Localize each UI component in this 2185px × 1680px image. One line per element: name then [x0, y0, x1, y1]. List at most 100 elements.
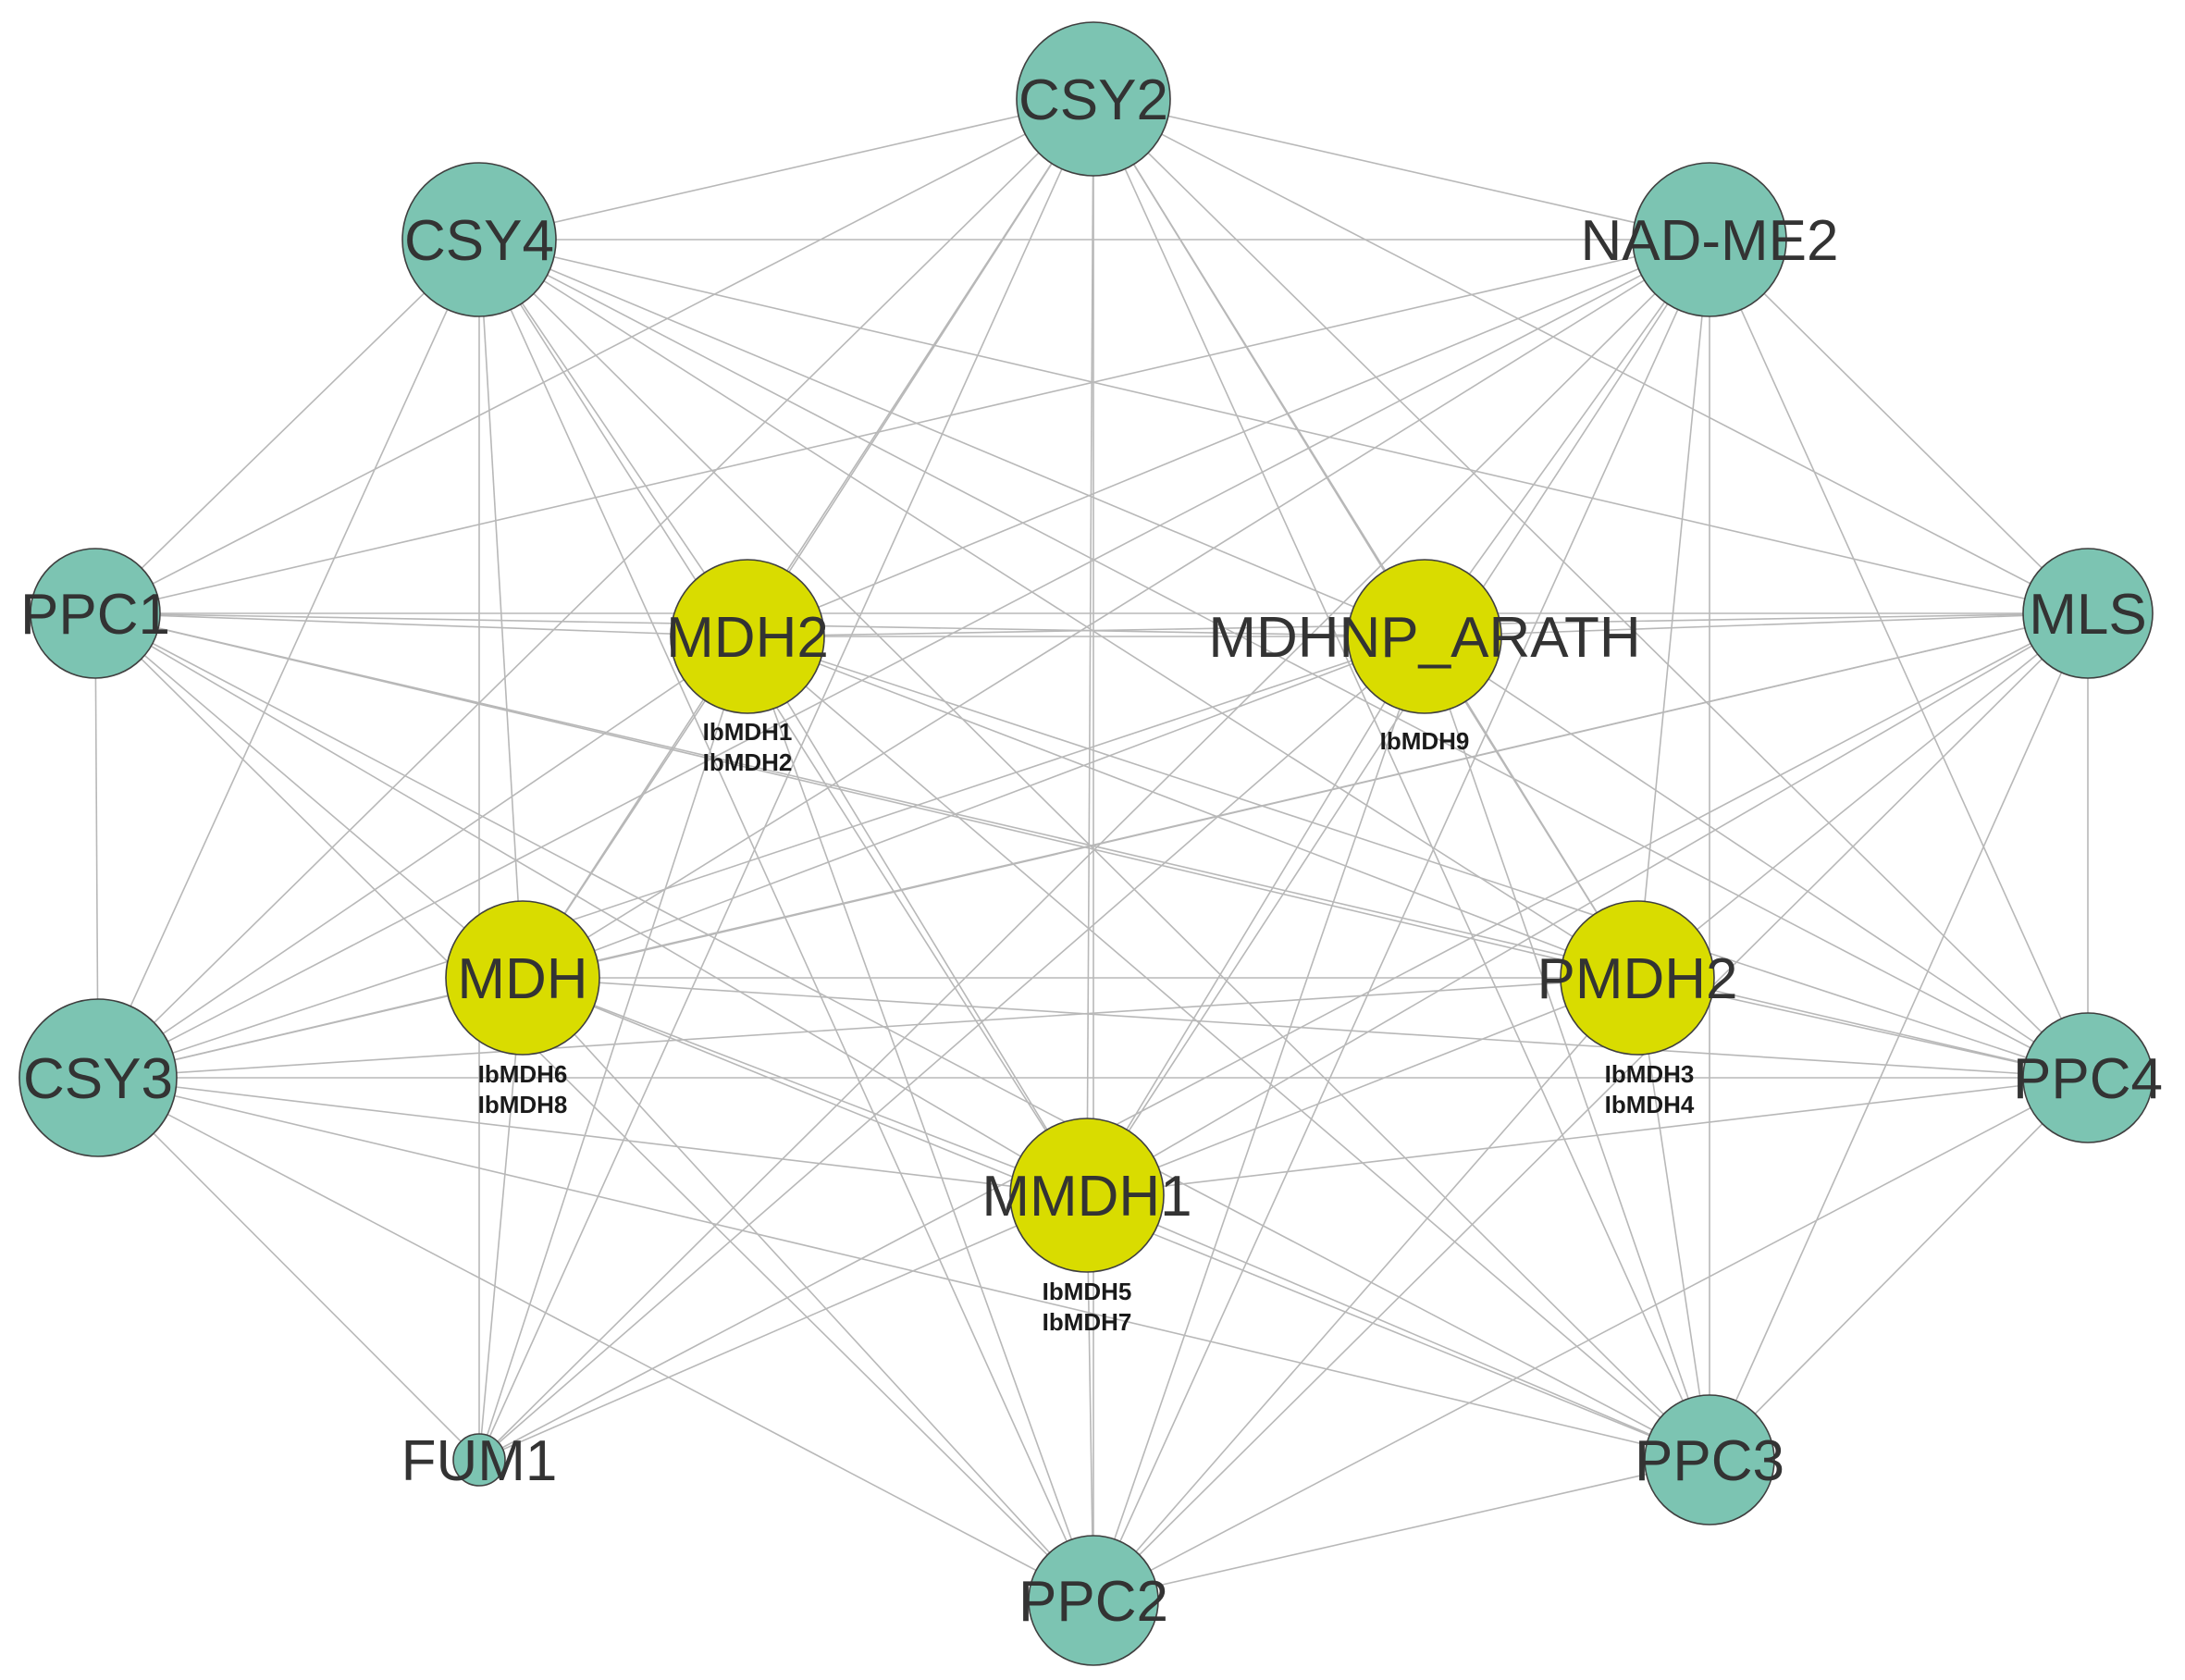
edge-mdhnp-mmdh1	[1086, 636, 1426, 1196]
node-ppc3[interactable]: PPC3	[1635, 1394, 1784, 1526]
edge-ppc2-mdh	[522, 977, 1094, 1601]
edge-csy2-mmdh1	[1086, 98, 1094, 1196]
edge-csy4-ppc1	[94, 239, 480, 614]
edge-ppc3-mdh2	[747, 636, 1710, 1461]
edge-ppc1-pmdh2	[94, 612, 1638, 979]
node-ppc1[interactable]: PPC1	[20, 548, 170, 679]
edge-nadme2-mdh2	[747, 239, 1710, 637]
edge-mdh-mmdh1	[522, 977, 1088, 1196]
edge-csy3-mdhnp	[97, 636, 1426, 1079]
node-ppc4[interactable]: PPC4	[2013, 1012, 2163, 1143]
edge-csy4-ppc4	[478, 239, 2089, 1079]
gene-label-ibmdh2: IbMDH2	[703, 748, 793, 776]
node-circle-csy3[interactable]	[19, 998, 178, 1157]
edge-pmdh2-mmdh1	[1086, 977, 1638, 1196]
edge-csy4-ppc2	[478, 239, 1094, 1601]
node-circle-ppc3[interactable]	[1644, 1394, 1775, 1526]
edge-nadme2-mdhnp	[1424, 239, 1710, 637]
node-circle-fum1[interactable]	[452, 1433, 506, 1487]
edge-nadme2-pmdh2	[1636, 239, 1710, 979]
node-ppc2[interactable]: PPC2	[1018, 1535, 1168, 1666]
edge-mls-mdhnp	[1424, 612, 2089, 637]
node-mls[interactable]: MLS	[2022, 548, 2154, 679]
node-circle-ppc1[interactable]	[30, 548, 161, 679]
node-nadme2[interactable]: NAD-ME2	[1580, 162, 1839, 317]
edge-csy2-mls	[1092, 98, 2089, 614]
edge-csy3-pmdh2	[97, 977, 1638, 1079]
edge-mdh2-mmdh1	[747, 636, 1088, 1196]
node-circle-nadme2[interactable]	[1632, 162, 1787, 317]
edge-csy4-mmdh1	[478, 239, 1088, 1196]
edge-ppc1-mdh	[94, 612, 524, 979]
edge-csy2-ppc3	[1092, 98, 1710, 1461]
node-label-mls: MLS	[2029, 583, 2146, 647]
node-label-ppc3: PPC3	[1635, 1429, 1784, 1493]
node-circle-mdh2[interactable]	[670, 559, 825, 714]
edge-nadme2-csy3	[97, 239, 1710, 1079]
node-circle-ppc4[interactable]	[2022, 1012, 2154, 1143]
node-circle-ppc2[interactable]	[1028, 1535, 1159, 1666]
edge-csy4-pmdh2	[478, 239, 1638, 979]
edge-mdh2-pmdh2	[747, 636, 1638, 979]
edge-nadme2-ppc4	[1709, 239, 2089, 1079]
node-label-csy2: CSY2	[1018, 68, 1168, 132]
node-csy3[interactable]: CSY3	[19, 998, 178, 1157]
node-circle-mdh[interactable]	[445, 900, 600, 1056]
edge-csy2-csy3	[97, 98, 1094, 1079]
node-label-ppc4: PPC4	[2013, 1047, 2163, 1111]
node-label-ppc1: PPC1	[20, 583, 170, 647]
edge-ppc1-mdh2	[94, 612, 748, 637]
edge-ppc3-ppc2	[1092, 1459, 1710, 1601]
gene-label-ibmdh6: IbMDH6	[478, 1060, 568, 1088]
node-label-nadme2: NAD-ME2	[1580, 209, 1838, 273]
edge-ppc4-ppc3	[1709, 1077, 2089, 1461]
edge-csy3-fum1	[97, 1077, 480, 1461]
edge-nadme2-ppc2	[1092, 239, 1710, 1601]
node-label-pmdh2: PMDH2	[1537, 947, 1737, 1011]
gene-label-ibmdh5: IbMDH5	[1043, 1278, 1132, 1305]
edge-mls-mmdh1	[1086, 612, 2089, 1196]
node-label-ppc2: PPC2	[1018, 1570, 1168, 1634]
node-circle-pmdh2[interactable]	[1560, 900, 1715, 1056]
edge-ppc3-mmdh1	[1086, 1194, 1710, 1461]
edge-csy2-csy4	[478, 98, 1094, 241]
node-circle-mmdh1[interactable]	[1009, 1118, 1165, 1273]
edge-ppc1-mmdh1	[94, 612, 1088, 1196]
edge-csy2-mdh	[522, 98, 1094, 979]
node-circle-csy4[interactable]	[401, 162, 557, 317]
edge-fum1-mmdh1	[478, 1194, 1088, 1461]
edge-fum1-mdh	[478, 977, 524, 1461]
edge-layer	[94, 98, 2089, 1601]
edge-ppc4-mmdh1	[1086, 1077, 2089, 1196]
node-csy4[interactable]: CSY4	[401, 162, 557, 317]
node-fum1[interactable]: FUM1	[401, 1429, 558, 1493]
edge-nadme2-mmdh1	[1086, 239, 1710, 1196]
node-circle-mls[interactable]	[2022, 548, 2154, 679]
edge-mls-ppc2	[1092, 612, 2089, 1601]
node-label-mdh: MDH	[457, 947, 587, 1011]
edge-ppc1-ppc3	[94, 612, 1710, 1461]
node-circle-csy2[interactable]	[1016, 21, 1171, 177]
edge-csy3-mmdh1	[97, 1077, 1088, 1196]
gene-label-ibmdh1: IbMDH1	[703, 718, 793, 746]
gene-label-ibmdh4: IbMDH4	[1605, 1091, 1695, 1118]
edge-fum1-mdhnp	[478, 636, 1426, 1461]
edge-fum1-mdh2	[478, 636, 748, 1461]
node-circle-mdhnp[interactable]	[1347, 559, 1502, 714]
edge-nadme2-mdh	[522, 239, 1710, 979]
gene-label-ibmdh9: IbMDH9	[1380, 727, 1470, 755]
edge-ppc4-mdh2	[747, 636, 2089, 1079]
edge-csy3-ppc3	[97, 1077, 1710, 1461]
edge-csy4-mdhnp	[478, 239, 1426, 637]
gene-label-ibmdh7: IbMDH7	[1043, 1308, 1132, 1336]
node-csy2[interactable]: CSY2	[1016, 21, 1171, 177]
edge-mls-ppc3	[1709, 612, 2089, 1461]
edge-csy3-mdh2	[97, 636, 748, 1079]
